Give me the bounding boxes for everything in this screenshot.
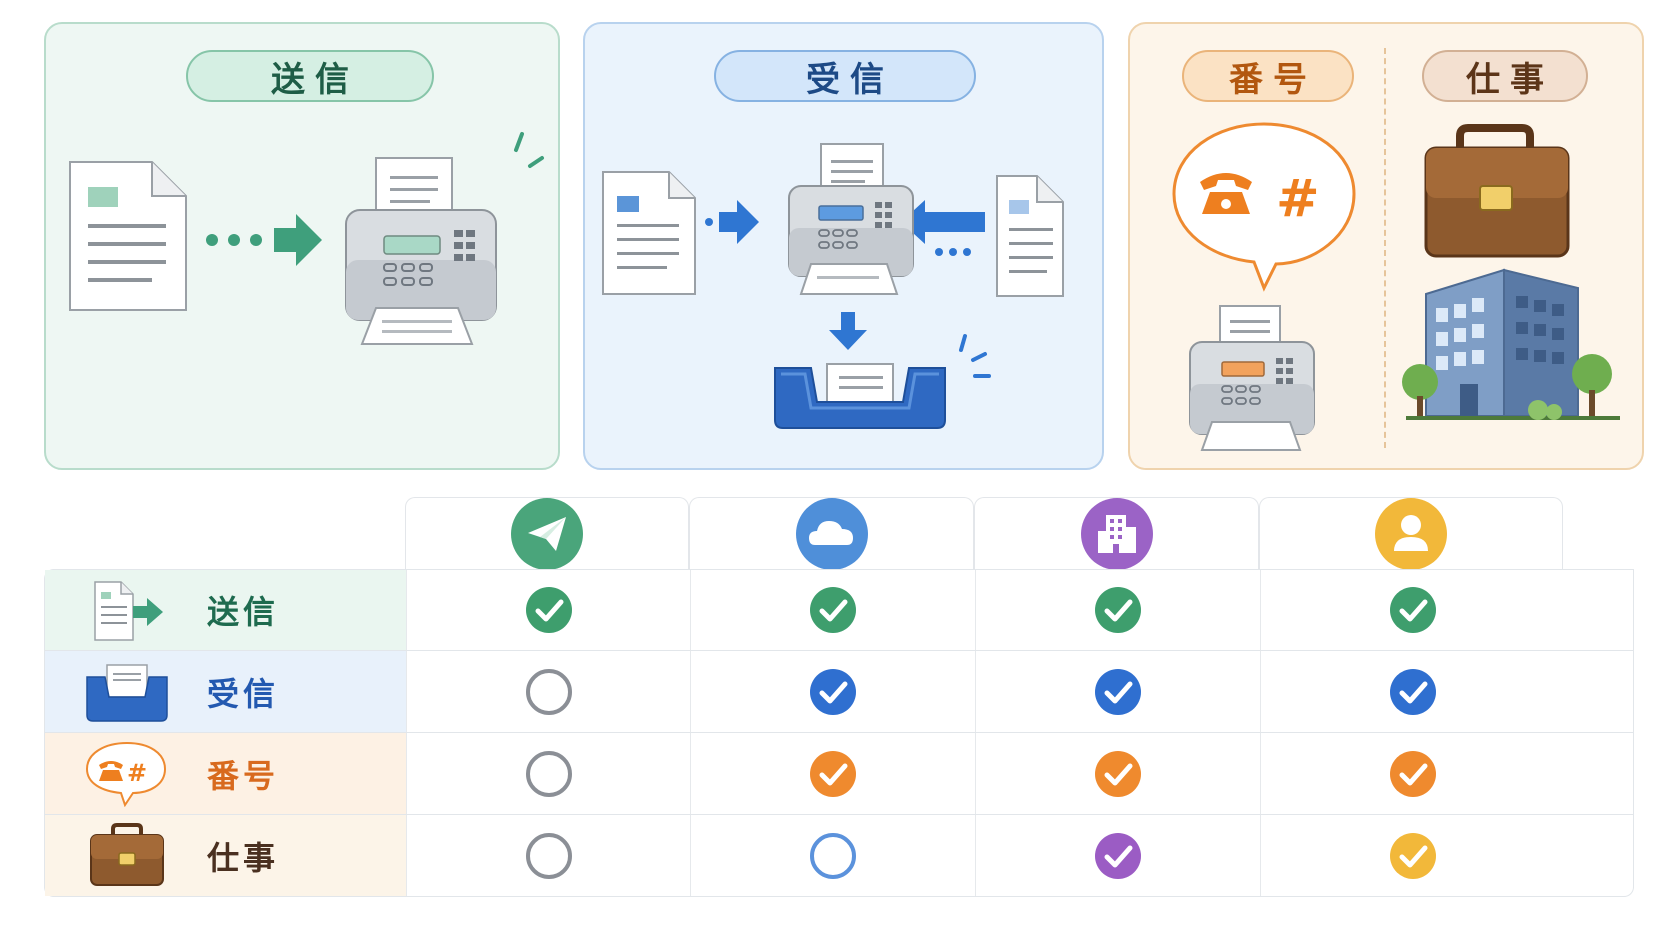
send-panel-title: 送信 (186, 50, 434, 102)
table-cell (406, 815, 690, 896)
send-illustration (69, 132, 544, 345)
incoming-arrow-icon (901, 200, 985, 256)
receive-panel-title: 受信 (714, 50, 976, 102)
person-icon (1375, 497, 1447, 570)
document-icon (69, 161, 187, 311)
table-cell (975, 651, 1260, 732)
table-cell (690, 570, 975, 650)
row-label: 送信 (207, 593, 280, 631)
briefcase-icon (81, 821, 171, 893)
fax-machine-icon (1189, 305, 1315, 451)
column-header-plan-3 (974, 497, 1259, 570)
row-header: 仕事 (45, 815, 406, 896)
phone-number-bubble-icon: # (81, 739, 171, 811)
briefcase-icon (90, 823, 164, 886)
empty-circle-icon (525, 832, 572, 879)
svg-text:#: # (127, 759, 147, 787)
row-header: 送信 (45, 570, 406, 650)
table-row: # 番号 (44, 733, 1634, 815)
table-cell (690, 815, 975, 896)
inbox-tray-icon (774, 334, 991, 429)
row-header: # 番号 (45, 733, 406, 814)
check-icon (1095, 832, 1141, 879)
row-header: 受信 (45, 651, 406, 732)
number-panel-title: 番号 (1182, 50, 1354, 102)
document-icon (996, 175, 1064, 297)
empty-circle-icon (525, 750, 572, 797)
check-icon (1389, 587, 1436, 633)
phone-number-bubble-icon: # (85, 741, 167, 808)
office-building-icon (1402, 268, 1620, 420)
panel-divider (1384, 48, 1386, 448)
receive-panel: 受信 (583, 22, 1104, 470)
briefcase-icon (1424, 124, 1570, 258)
document-icon (602, 171, 696, 295)
table-cell (406, 651, 690, 732)
down-arrow-icon (829, 312, 867, 350)
check-icon (1389, 832, 1436, 879)
column-header-plan-1 (405, 497, 689, 570)
cloud-icon (795, 497, 868, 570)
send-panel: 送信 (44, 22, 560, 470)
send-arrow-icon (206, 214, 322, 266)
column-header-plan-4 (1259, 497, 1563, 570)
table-cell (1260, 651, 1564, 732)
check-icon (810, 750, 856, 797)
table-cell (975, 570, 1260, 650)
svg-text:#: # (1276, 169, 1320, 229)
table-row: 送信 (44, 569, 1634, 651)
inbox-tray-icon (86, 664, 168, 722)
table-cell (690, 651, 975, 732)
office-building-icon (1080, 497, 1153, 570)
phone-number-bubble-icon: # (1172, 122, 1356, 292)
document-send-icon (81, 576, 171, 648)
row-label: 番号 (207, 756, 280, 795)
table-cell (975, 815, 1260, 896)
table-cell (690, 733, 975, 814)
check-icon (810, 587, 856, 633)
row-label: 受信 (207, 674, 280, 713)
check-icon (1095, 750, 1141, 797)
table-cell (406, 570, 690, 650)
column-header-plan-2 (689, 497, 974, 570)
receive-illustration (602, 143, 1064, 429)
check-icon (1095, 668, 1141, 715)
inbox-tray-icon (81, 657, 171, 729)
check-icon (1389, 668, 1436, 715)
table-row: 受信 (44, 651, 1634, 733)
row-label: 仕事 (207, 838, 280, 877)
check-icon (810, 668, 856, 715)
document-send-icon (94, 581, 163, 641)
incoming-arrow-icon (705, 200, 759, 244)
business-panel-title: 仕事 (1422, 50, 1588, 102)
fax-machine-icon (788, 143, 914, 295)
empty-circle-icon (810, 832, 856, 879)
check-icon (525, 587, 572, 633)
empty-circle-icon (525, 668, 572, 715)
number-business-illustration: # (1172, 122, 1620, 451)
table-cell (1260, 815, 1564, 896)
check-icon (1389, 750, 1436, 797)
table-row: 仕事 (44, 815, 1634, 897)
table-cell (975, 733, 1260, 814)
number-business-panel: 番号 仕事 # (1128, 22, 1644, 470)
table-cell (1260, 570, 1564, 650)
paper-plane-icon (511, 497, 583, 570)
table-cell (406, 733, 690, 814)
fax-machine-icon (345, 132, 544, 345)
table-cell (1260, 733, 1564, 814)
check-icon (1095, 587, 1141, 633)
